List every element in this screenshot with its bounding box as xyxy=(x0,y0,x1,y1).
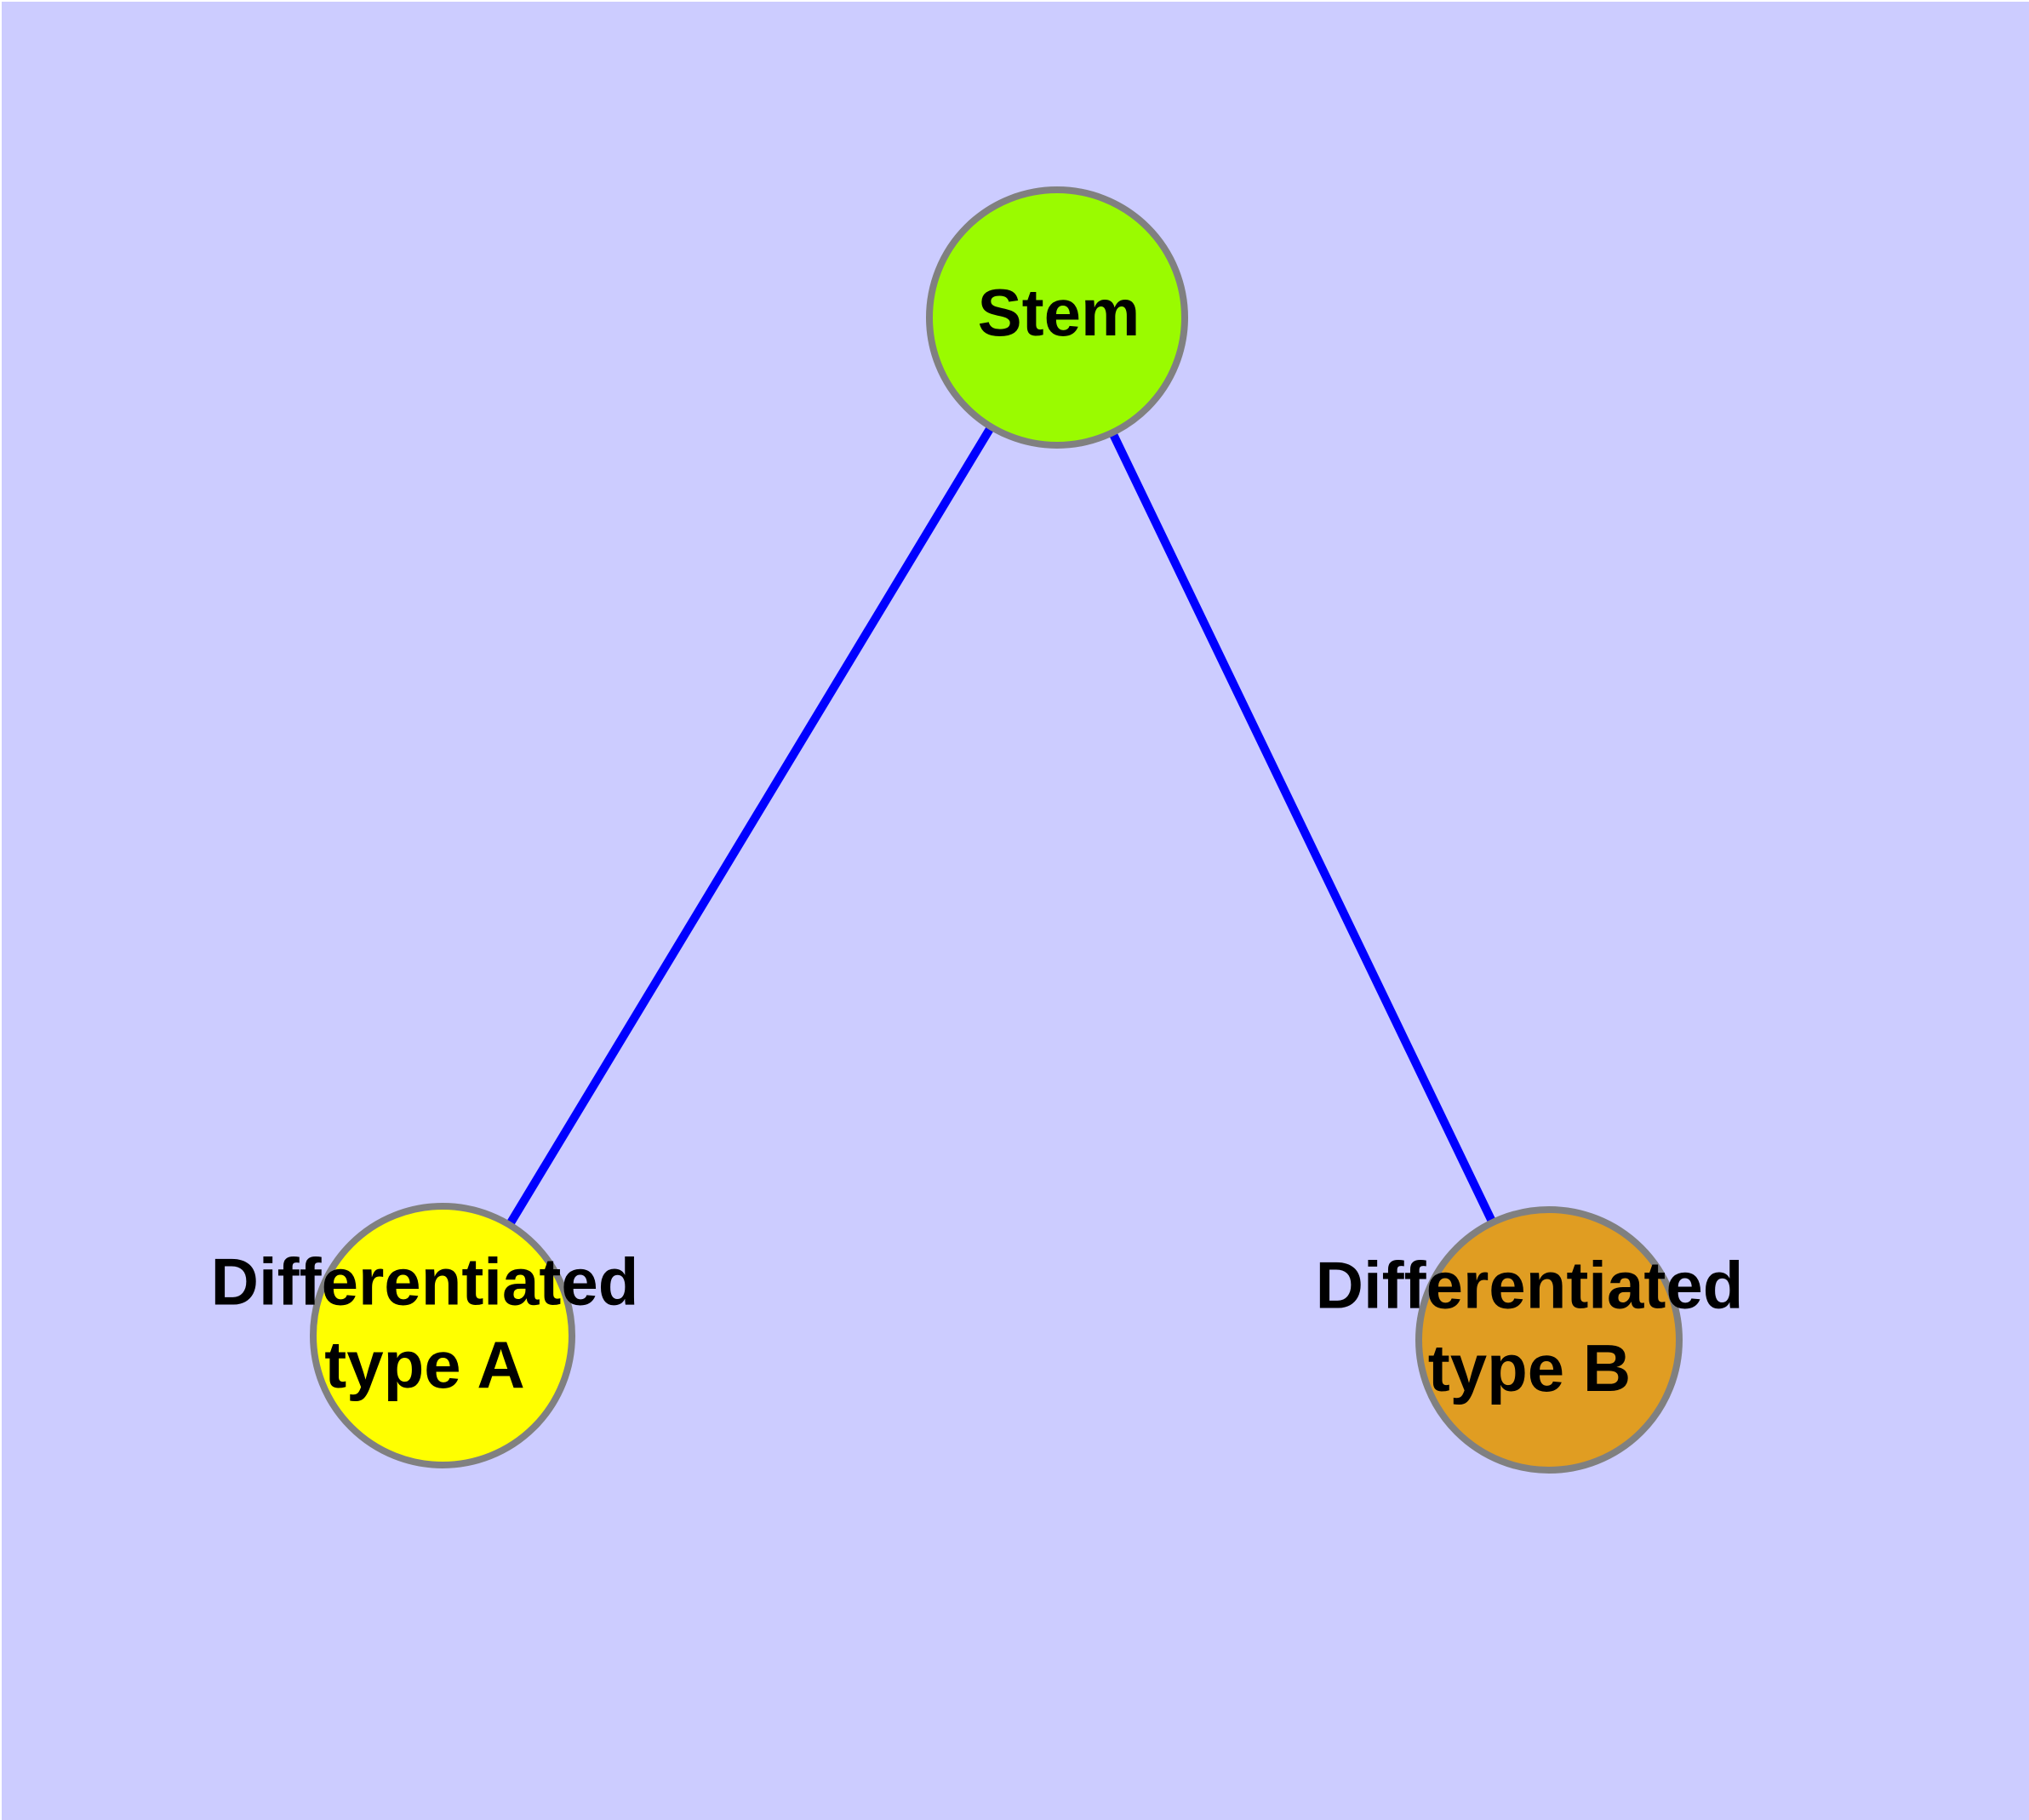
graph-node-diff_b[interactable] xyxy=(1415,1206,1683,1474)
node-label-stem: Stem xyxy=(978,275,1140,350)
node-label-line: type A xyxy=(324,1326,525,1401)
graph-node-stem[interactable] xyxy=(926,186,1188,449)
node-label-line: Stem xyxy=(978,275,1140,350)
node-label-line: Differentiated xyxy=(1316,1247,1744,1322)
node-label-line: Differentiated xyxy=(211,1244,639,1319)
edge-layer xyxy=(438,315,1553,1342)
node-label-line: type B xyxy=(1428,1330,1631,1405)
node-layer xyxy=(310,186,1683,1474)
node-label-diff_b: Differentiated type B xyxy=(1316,1247,1744,1405)
graph-node-diff_a[interactable] xyxy=(310,1203,575,1468)
graph-edge-stem-to-diff-b[interactable] xyxy=(1053,315,1553,1342)
graph-edge-stem-to-diff-a[interactable] xyxy=(438,315,1061,1338)
